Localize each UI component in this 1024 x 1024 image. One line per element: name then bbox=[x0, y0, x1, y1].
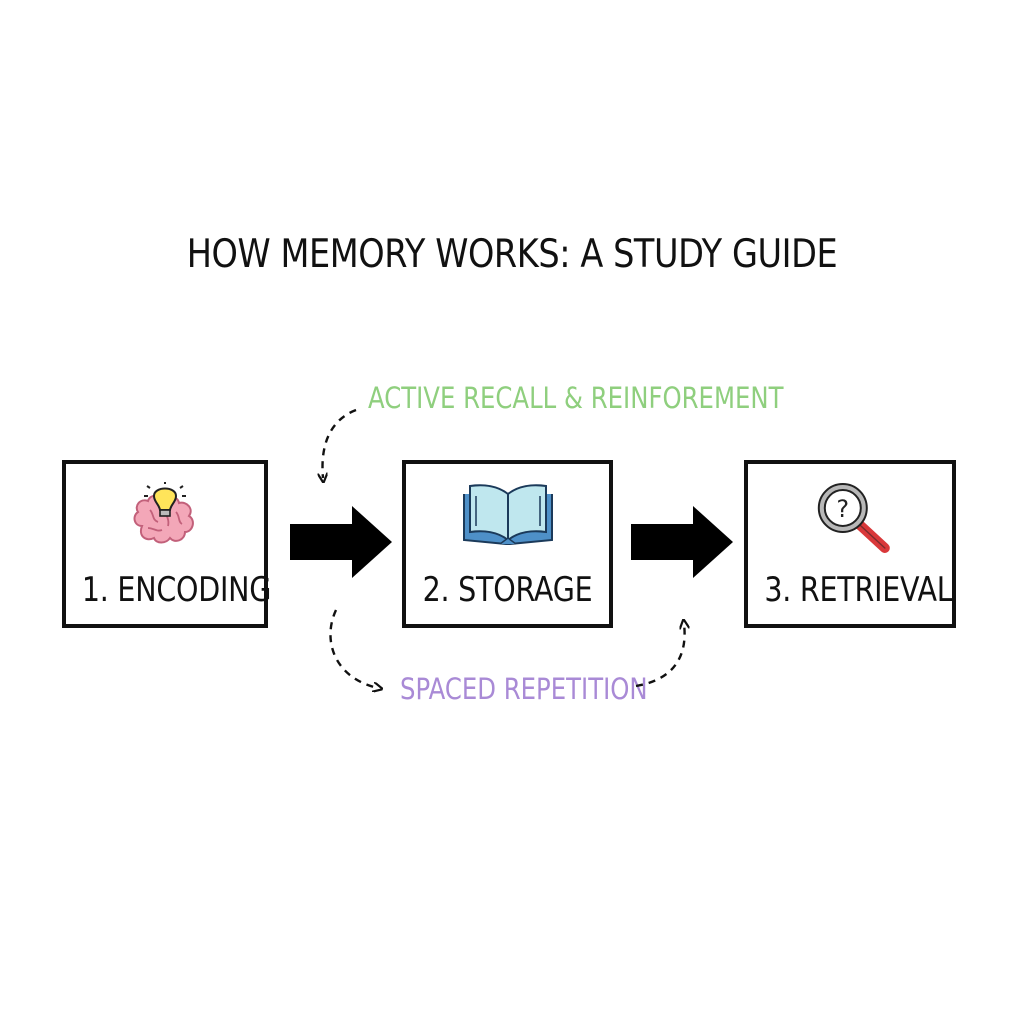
flow-arrow-encoding-to-storage bbox=[290, 506, 392, 578]
stage-encoding: 1. ENCODING bbox=[62, 460, 272, 628]
brain-lightbulb-icon bbox=[130, 482, 200, 562]
magnifying-glass-question-icon: ? bbox=[815, 480, 895, 560]
stage-storage: 2. STORAGE bbox=[402, 460, 613, 628]
annotation-spaced-repetition: SPACED REPETITION bbox=[400, 672, 648, 706]
spaced-repetition-in-arrow bbox=[329, 609, 378, 688]
flow-arrow-storage-to-retrieval bbox=[631, 506, 733, 578]
stage-retrieval: ? 3. RETRIEVAL bbox=[744, 460, 956, 628]
svg-text:?: ? bbox=[836, 495, 849, 523]
annotation-active-recall: ACTIVE RECALL & REINFOREMENT bbox=[368, 381, 784, 415]
diagram-title: HOW MEMORY WORKS: A STUDY GUIDE bbox=[186, 232, 838, 277]
spaced-repetition-out-arrow bbox=[635, 624, 685, 688]
stage-label-retrieval: 3. RETRIEVAL bbox=[764, 570, 953, 610]
stage-label-storage: 2. STORAGE bbox=[422, 570, 593, 610]
active-recall-arrow bbox=[322, 408, 357, 478]
open-book-icon bbox=[460, 480, 556, 554]
stage-label-encoding: 1. ENCODING bbox=[81, 570, 272, 610]
